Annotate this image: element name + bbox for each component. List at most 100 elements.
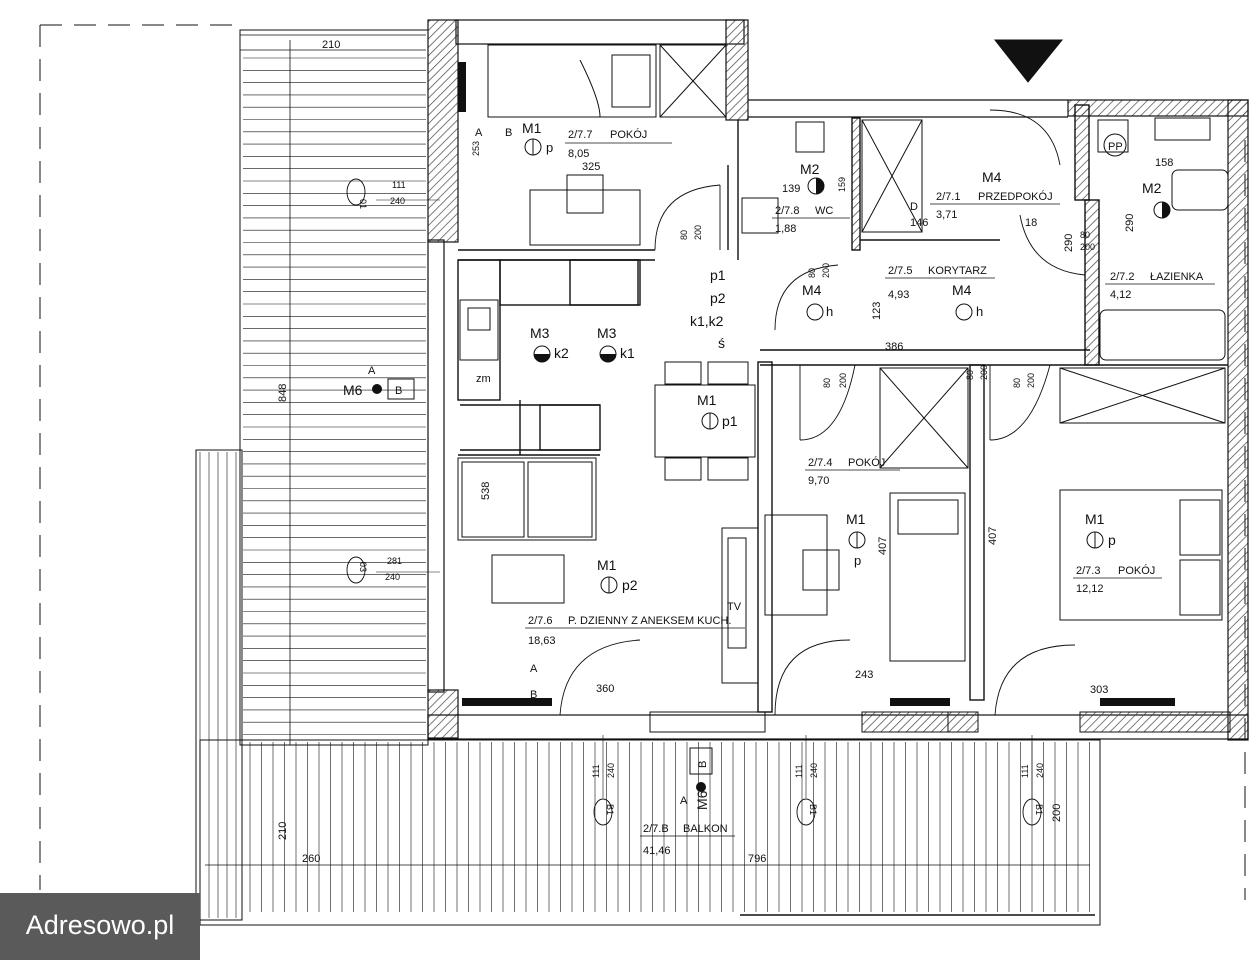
room-labels: 2/7.7 POKÓJ 8,05 2/7.8 WC 1,88 2/7.1 PRZ… bbox=[525, 128, 1215, 857]
dim-label: 210 bbox=[277, 822, 289, 840]
window-mark-b1-2: B1 111 240 bbox=[794, 735, 819, 826]
light-type: p bbox=[1108, 532, 1116, 548]
room-label-278: 2/7.8 WC 1,88 bbox=[772, 205, 850, 235]
window-height: 240 bbox=[809, 763, 819, 778]
door-height: 200 bbox=[979, 365, 989, 380]
room-code: 2/7.1 bbox=[936, 191, 960, 203]
room-area: 18,63 bbox=[528, 635, 556, 647]
light-type: p1 bbox=[722, 413, 738, 429]
room-area: 4,93 bbox=[888, 289, 909, 301]
light-type: p bbox=[546, 140, 553, 155]
room-name: ŁAZIENKA bbox=[1150, 271, 1204, 283]
socket-b: B bbox=[505, 127, 512, 139]
door-height: 200 bbox=[821, 263, 831, 278]
window-marks: 01 111 240 03 281 240 B1 111 240 B1 111 … bbox=[346, 178, 1045, 826]
furniture bbox=[457, 39, 1229, 684]
luminaire-tag: M2 bbox=[1142, 180, 1162, 196]
window-code: 03 bbox=[358, 562, 368, 572]
door-width: 80 bbox=[1012, 378, 1022, 388]
door-height: 200 bbox=[693, 225, 703, 240]
dim-label: 848 bbox=[277, 384, 289, 402]
room-code: 2/7.4 bbox=[808, 457, 832, 469]
room-name: WC bbox=[815, 205, 833, 217]
luminaire-tag: M1 bbox=[1085, 511, 1105, 527]
room-area: 3,71 bbox=[936, 209, 957, 221]
m6-a: A bbox=[680, 795, 688, 807]
dim-label: 290 bbox=[1124, 214, 1136, 232]
luminaire-tag: M1 bbox=[597, 557, 617, 573]
zm-label: zm bbox=[476, 373, 491, 385]
luminaire-tag: M1 bbox=[846, 511, 866, 527]
ceiling-light-icon bbox=[955, 303, 973, 321]
terrace-left bbox=[39, 24, 429, 921]
dim-label: 360 bbox=[596, 683, 614, 695]
door-height: 200 bbox=[1026, 373, 1036, 388]
dim-label: 407 bbox=[877, 537, 889, 555]
room-code: 2/7.8 bbox=[775, 205, 799, 217]
circuit-tag: k2 bbox=[554, 345, 569, 361]
light-type: h bbox=[826, 304, 833, 319]
luminaire-tag: M6 bbox=[694, 790, 710, 810]
room-name: PRZEDPOKÓJ bbox=[978, 190, 1053, 203]
m6-b: B bbox=[697, 761, 709, 768]
room-name: POKÓJ bbox=[1118, 564, 1155, 577]
luminaire-tag: M3 bbox=[597, 325, 617, 341]
light-type: h bbox=[976, 304, 983, 319]
dim-label: 159 bbox=[837, 177, 847, 192]
socket-b: B bbox=[530, 689, 537, 701]
door-height: 200 bbox=[1080, 242, 1095, 252]
light-type: p2 bbox=[622, 577, 638, 593]
dimensions: 210 848 253 325 139 159 146 18 158 290 2… bbox=[277, 39, 1173, 865]
m6-a: A bbox=[368, 365, 376, 377]
luminaire-tag: M6 bbox=[343, 382, 363, 398]
room-label-276: 2/7.6 P. DZIENNY Z ANEKSEM KUCH. 18,63 bbox=[525, 615, 745, 647]
tv-label: TV bbox=[727, 601, 742, 613]
dim-label: 325 bbox=[582, 161, 600, 173]
window-code: B1 bbox=[808, 804, 818, 815]
luminaire-tag: M3 bbox=[530, 325, 550, 341]
dim-label: 290 bbox=[1063, 234, 1075, 252]
window-width: 111 bbox=[591, 764, 601, 778]
window-code: B1 bbox=[605, 804, 615, 815]
room-code: 2/7.3 bbox=[1076, 565, 1100, 577]
room-label-273: 2/7.3 POKÓJ 12,12 bbox=[1073, 564, 1162, 595]
luminaire-tag: M4 bbox=[802, 282, 822, 298]
dim-label: 210 bbox=[322, 39, 340, 51]
room-code: 2/7.6 bbox=[528, 615, 552, 627]
dim-label: 200 bbox=[1051, 804, 1063, 822]
room-code: 2/7.B bbox=[643, 823, 669, 835]
dim-label: 243 bbox=[855, 669, 873, 681]
window-width: 281 bbox=[387, 556, 402, 566]
window-width: 111 bbox=[1020, 764, 1030, 778]
door-swings bbox=[559, 109, 1086, 716]
room-area: 8,05 bbox=[568, 148, 589, 160]
dim-label: 123 bbox=[871, 302, 883, 320]
pp-icon bbox=[1103, 133, 1127, 157]
light-type: p bbox=[854, 553, 861, 568]
room-label-277: 2/7.7 POKÓJ 8,05 bbox=[565, 128, 672, 160]
room-name: P. DZIENNY Z ANEKSEM KUCH. bbox=[568, 615, 731, 627]
window-mark-03: 03 281 240 bbox=[346, 556, 440, 584]
window-mark-b1-3: B1 111 240 bbox=[1020, 735, 1045, 826]
door-width: 80 bbox=[1080, 230, 1090, 240]
watermark-logo: Adresowo.pl bbox=[0, 893, 200, 960]
dim-label: 796 bbox=[748, 853, 766, 865]
door-width: 80 bbox=[822, 378, 832, 388]
luminaire-tag: M1 bbox=[522, 120, 542, 136]
ceiling-light-icon bbox=[806, 303, 824, 321]
window-mark-01: 01 111 240 bbox=[346, 178, 440, 209]
door-width: 80 bbox=[679, 230, 689, 240]
luminaire-tag: M4 bbox=[982, 169, 1002, 185]
dim-label: 303 bbox=[1090, 684, 1108, 696]
window-width: 111 bbox=[794, 764, 804, 778]
room-label-274: 2/7.4 POKÓJ 9,70 bbox=[805, 456, 900, 487]
dim-label: 407 bbox=[987, 527, 999, 545]
switch-tag: k1,k2 bbox=[690, 313, 724, 329]
interior-walls bbox=[457, 104, 1228, 713]
room-label-272: 2/7.2 ŁAZIENKA 4,12 bbox=[1105, 271, 1215, 301]
switch-tag: p1 bbox=[710, 267, 726, 283]
dim-label: 18 bbox=[1025, 217, 1037, 229]
room-code: 2/7.2 bbox=[1110, 271, 1134, 283]
room-code: 2/7.7 bbox=[568, 129, 592, 141]
dim-label: 260 bbox=[302, 853, 320, 865]
